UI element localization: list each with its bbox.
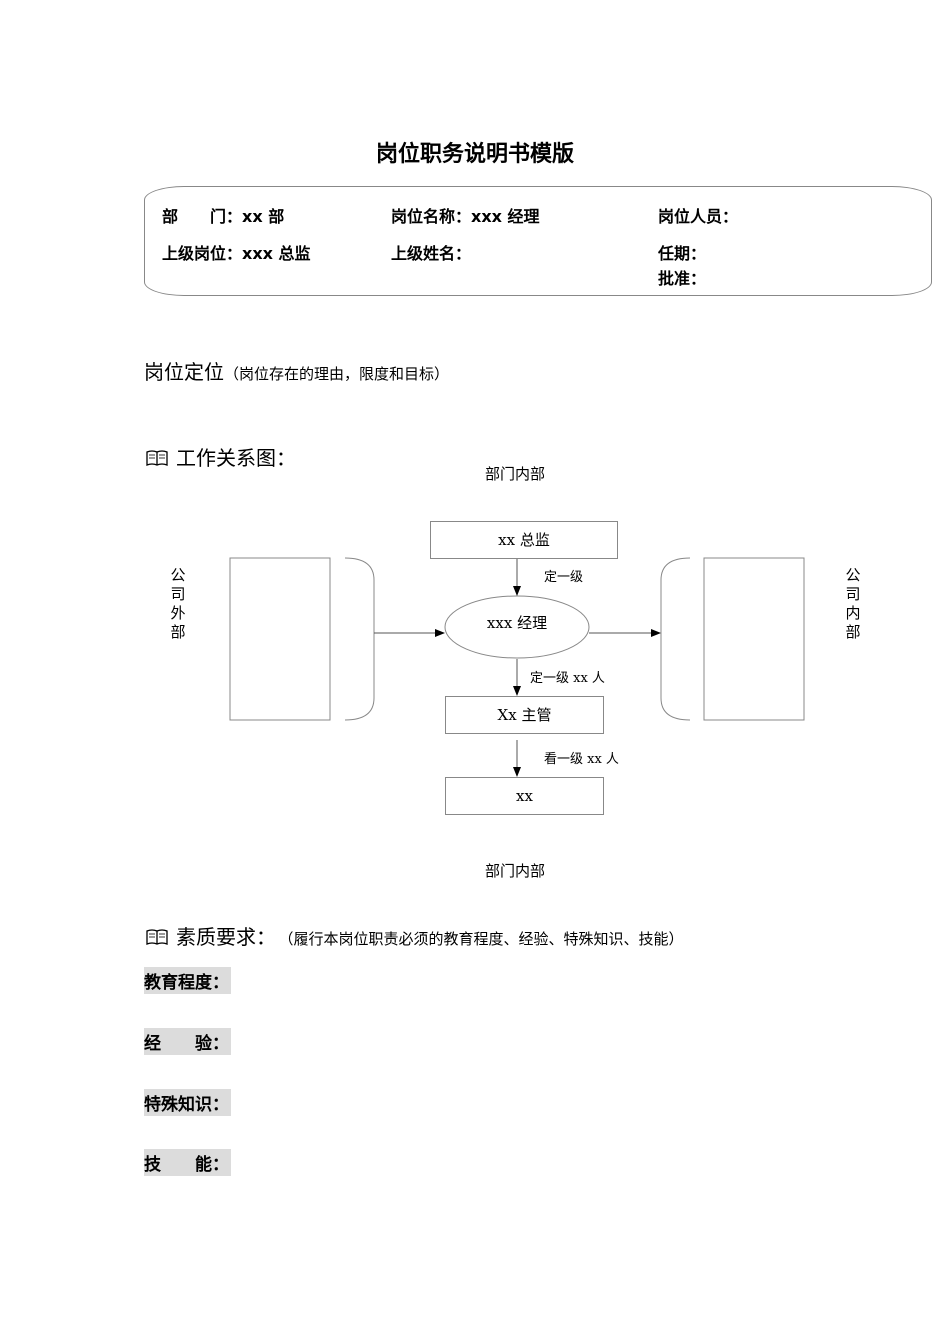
education-label: 教育程度： (144, 967, 231, 994)
book-icon (146, 450, 168, 466)
director-box: xx 总监 (430, 521, 618, 559)
staff-box: xx (445, 777, 604, 815)
manager-ellipse (444, 595, 590, 659)
document-title: 岗位职务说明书模版 (375, 142, 574, 167)
experience-label: 经 验： (144, 1028, 231, 1055)
dept-label: 部 门： (162, 207, 243, 226)
position-name-field: 岗位名称：xxx 经理 (391, 203, 540, 227)
arrow2-label: 定一级 xx 人 (530, 671, 605, 686)
requirements-section-heading: 素质要求： （履行本岗位职责必须的教育程度、经验、特殊知识、技能） (146, 921, 684, 950)
knowledge-label: 特殊知识： (144, 1089, 231, 1116)
company-external-char: 部 (170, 623, 186, 641)
positioning-heading: 岗位定位 (144, 360, 224, 384)
staff-label: 岗位人员： (658, 207, 739, 226)
dept-internal-bottom-label: 部门内部 (485, 862, 546, 880)
superior-name-label: 上级姓名： (391, 244, 472, 263)
superior-label: 上级岗位： (162, 244, 243, 263)
company-external-char: 公 (170, 566, 186, 584)
positioning-section: 岗位定位（岗位存在的理由，限度和目标） (144, 356, 449, 385)
book-icon (146, 929, 168, 945)
arrow3-label: 看一级 xx 人 (544, 752, 619, 767)
external-box (229, 557, 331, 721)
internal-bracket (660, 557, 691, 721)
company-external-char: 司 (170, 585, 186, 603)
dept-internal-top-label: 部门内部 (485, 465, 546, 483)
company-internal-char: 内 (845, 604, 861, 622)
superior-field: 上级岗位：xxx 总监 (162, 240, 311, 264)
term-label: 任期： (658, 244, 707, 263)
skill-label: 技 能： (144, 1149, 231, 1176)
manager-label: xxx 经理 (486, 614, 548, 632)
superior-value: xxx 总监 (242, 244, 311, 263)
external-bracket (344, 557, 375, 721)
relations-heading: 工作关系图： (176, 446, 296, 470)
approve-label: 批准： (658, 269, 707, 288)
company-external-label: 公 司 外 部 (168, 566, 188, 642)
company-internal-char: 公 (845, 566, 861, 584)
requirements-heading: 素质要求： (176, 925, 276, 949)
internal-box (703, 557, 805, 721)
company-internal-label: 公 司 内 部 (843, 566, 863, 642)
position-name-value: xxx 经理 (471, 207, 540, 226)
company-internal-char: 司 (845, 585, 861, 603)
dept-value: xx 部 (242, 207, 285, 226)
company-internal-char: 部 (845, 623, 861, 641)
relations-section-heading: 工作关系图： (146, 442, 296, 471)
position-name-label: 岗位名称： (391, 207, 472, 226)
arrow1-label: 定一级 (544, 570, 584, 585)
requirements-note: （履行本岗位职责必须的教育程度、经验、特殊知识、技能） (286, 930, 684, 948)
company-external-char: 外 (170, 604, 186, 622)
dept-field: 部 门：xx 部 (162, 203, 284, 227)
positioning-note: （岗位存在的理由，限度和目标） (224, 365, 450, 383)
supervisor-box: Xx 主管 (445, 696, 604, 734)
info-box (144, 186, 932, 296)
